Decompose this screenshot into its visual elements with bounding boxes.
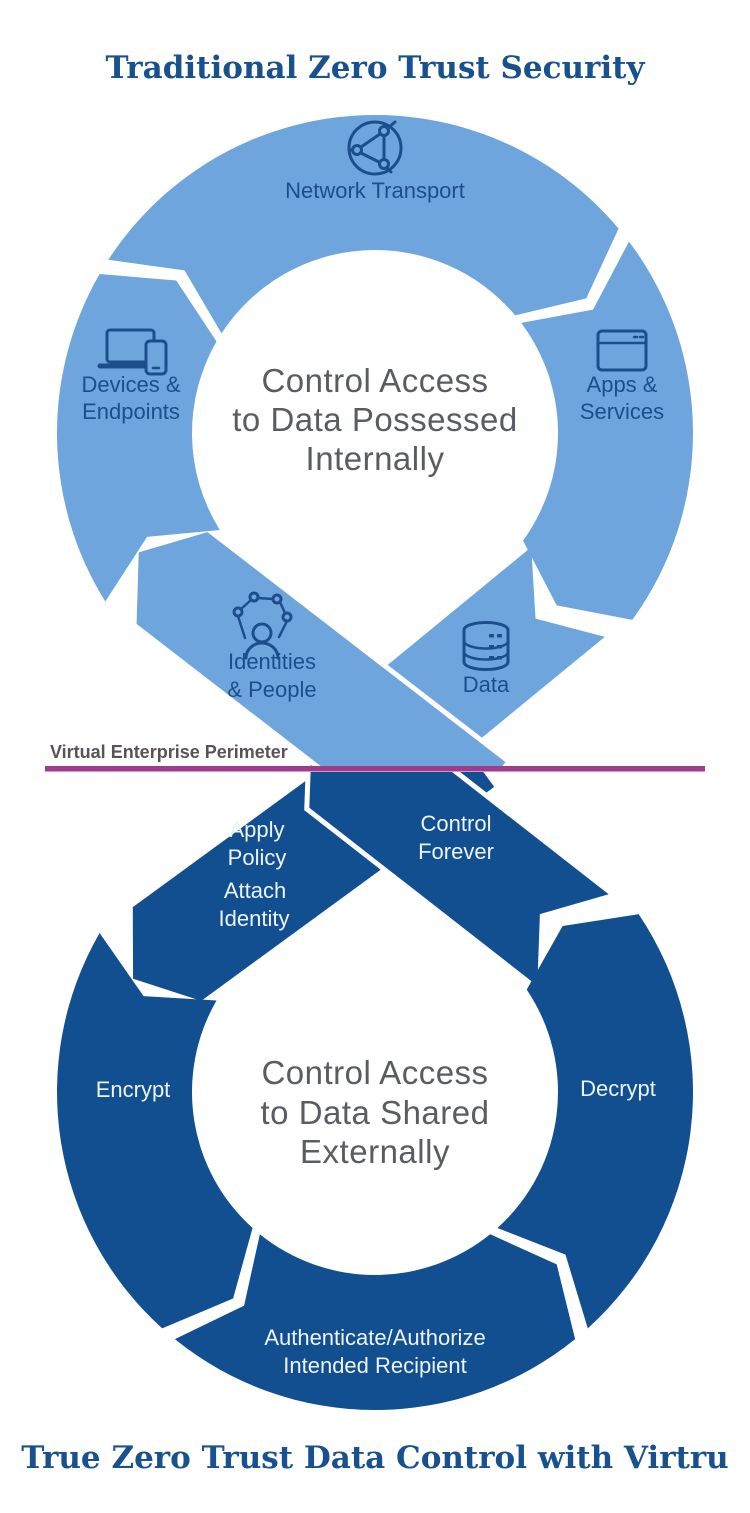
decrypt-label: Decrypt [580, 1076, 656, 1101]
perimeter-label: Virtual Enterprise Perimeter [50, 742, 288, 762]
encrypt-label: Encrypt [96, 1077, 171, 1102]
bottom-center-line3: Externally [300, 1133, 450, 1170]
bottom-center-line1: Control Access [261, 1054, 488, 1091]
network-transport-arc [108, 115, 619, 334]
identities-label-line1: Identities [228, 649, 316, 674]
authenticate-arc [174, 1234, 576, 1411]
top-center-line3: Internally [306, 440, 445, 477]
authenticate-line1: Authenticate/Authorize [264, 1325, 485, 1350]
top-cycle-ring [57, 115, 693, 766]
data-label: Data [463, 672, 510, 697]
top-center-line1: Control Access [261, 362, 488, 399]
database-icon [462, 621, 510, 671]
apps-label-line1: Apps & [587, 372, 658, 397]
laptop-phone-icon [97, 328, 168, 376]
control-forever-line1: Control [421, 811, 492, 836]
identities-band [136, 532, 506, 766]
devices-label-line1: Devices & [81, 372, 180, 397]
decrypt-arc [497, 914, 693, 1329]
devices-arc [57, 274, 220, 602]
top-title: Traditional Zero Trust Security [105, 50, 645, 86]
top-center-line2: to Data Possessed [232, 401, 518, 438]
control-forever-line2: Forever [418, 839, 494, 864]
globe-network-icon [347, 120, 403, 176]
browser-window-icon [596, 329, 648, 372]
identities-band-gap [131, 526, 513, 766]
apps-arc [521, 241, 693, 620]
bottom-center-line2: to Data Shared [261, 1094, 490, 1131]
people-network-icon [232, 591, 293, 660]
attach-identity-line2: Identity [219, 906, 290, 931]
bottom-title: True Zero Trust Data Control with Virtru [21, 1440, 728, 1476]
encrypt-arc [56, 933, 253, 1329]
control-forever-band [309, 772, 609, 986]
authenticate-line2: Intended Recipient [283, 1353, 466, 1378]
perimeter-line [45, 766, 705, 772]
network-transport-label: Network Transport [285, 178, 465, 203]
apply-policy-line2: Policy [228, 845, 287, 870]
attach-identity-line1: Attach [224, 878, 286, 903]
bottom-cycle-ring [56, 772, 693, 1411]
apply-policy-line1: Apply [229, 817, 284, 842]
devices-label-line2: Endpoints [82, 399, 180, 424]
identities-label-line2: & People [227, 677, 316, 702]
apps-label-line2: Services [580, 399, 664, 424]
